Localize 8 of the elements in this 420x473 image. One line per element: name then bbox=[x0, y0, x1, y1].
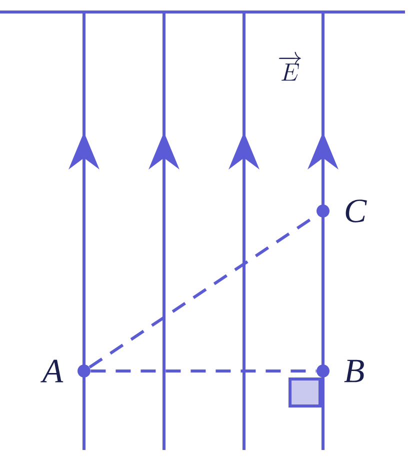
point-label: B bbox=[344, 360, 364, 382]
dashed-line bbox=[90, 370, 316, 372]
field-label: $\overrightarrow{E}$ bbox=[278, 52, 302, 81]
point-dot bbox=[78, 364, 90, 378]
point-label: A bbox=[40, 360, 64, 382]
point-dot bbox=[316, 364, 330, 378]
point-dot bbox=[316, 204, 330, 218]
point-label: C bbox=[346, 200, 367, 222]
